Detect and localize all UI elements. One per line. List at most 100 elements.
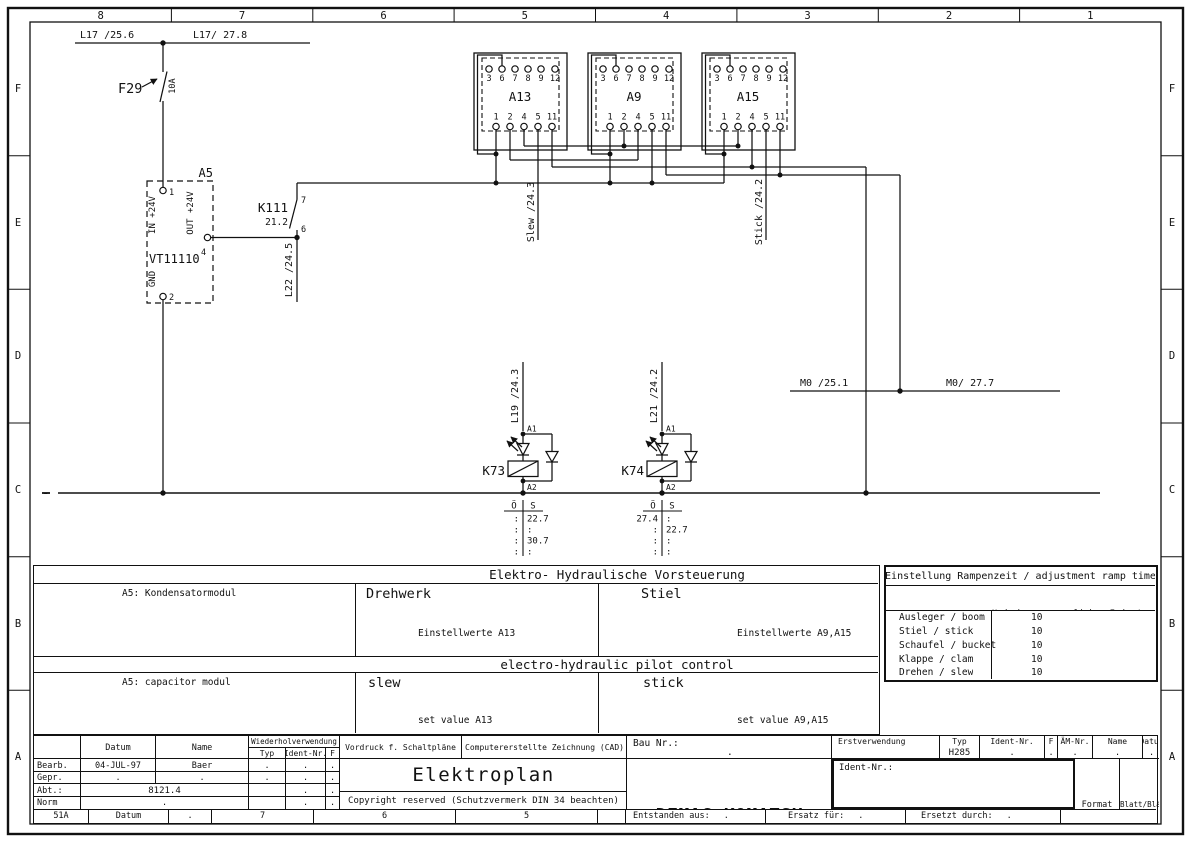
- tb-gepr-typ: .: [249, 772, 286, 783]
- tb-baunr-label: Bau Nr.:: [633, 738, 679, 749]
- a5-pin1: 1: [169, 188, 174, 198]
- tb-gepr-datum: .: [81, 772, 156, 783]
- band-empty: [1061, 810, 1156, 823]
- tb-datum2-value: .: [1148, 748, 1155, 758]
- svg-text:6: 6: [380, 10, 386, 22]
- band-ersatz: Ersatz für:.: [766, 810, 906, 823]
- tb-gepr-f: .: [329, 773, 336, 783]
- wires: [42, 42, 1100, 494]
- tb-gepr-row: Gepr. . . . . .: [34, 772, 339, 784]
- sheet-frame: [6, 6, 1185, 836]
- ramp-title-row: Einstellung Rampenzeit / adjustment ramp…: [886, 567, 1155, 586]
- svg-text:8: 8: [753, 74, 758, 84]
- svg-text::: :: [666, 537, 671, 547]
- a5-gnd-label: GND: [148, 271, 158, 287]
- band-col-6: 6: [314, 810, 456, 823]
- tb-erstverwendung: Erstverwendung: [832, 736, 940, 747]
- wire-labels: L17 /25.6 L17/ 27.8 L22 /24.5 Slew /24.3…: [42, 30, 994, 500]
- svg-text:2: 2: [507, 113, 512, 123]
- label-l22: L22 /24.5: [284, 243, 295, 297]
- tb-f-header: F: [326, 747, 339, 758]
- ramp-body: Ausleger / boom 10 Stiel / stick 10 Scha…: [886, 610, 1155, 679]
- tb-form-row: Vordruck f. Schaltpläne Computererstellt…: [340, 736, 626, 759]
- tb-bearb-typ: .: [249, 759, 286, 771]
- tb-blatt-cell: Blatt/Blätter 26/.: [1120, 759, 1159, 809]
- tb-name-header: Name: [156, 736, 249, 758]
- pilot-stiel-heading: Stiel: [641, 586, 682, 602]
- pilot-drehwerk-set: Einstellwerte A13 I10% = 400 mA I90% = 6…: [418, 606, 515, 656]
- tb-datum-header: Datum: [81, 736, 156, 758]
- pilot-row-de: A5: Kondensatormodul Drehwerk Einstellwe…: [34, 584, 878, 656]
- svg-text:D: D: [1169, 350, 1175, 362]
- k74-ref: K74: [621, 463, 644, 478]
- ramp-subtitle-line1: Umdrehungen vom linken Ende /: [992, 609, 1140, 610]
- svg-text:7: 7: [626, 74, 631, 84]
- tb-manufacturer: Bau Nr.: . DEMAG KOMATSU Hydraulikbagger: [626, 736, 831, 809]
- tb-bearb-f: .: [329, 760, 336, 771]
- label-l21: L21 /24.2: [649, 369, 660, 423]
- tb-typ2-header: Typ: [940, 736, 980, 747]
- svg-text:7: 7: [740, 74, 745, 84]
- pilot-drehwerk-heading: Drehwerk: [366, 586, 432, 602]
- set-label: Einstellwerte A9,A15: [737, 628, 852, 639]
- a9-ref: A9: [626, 89, 641, 104]
- k111-ref: K111: [258, 200, 288, 215]
- svg-text:F: F: [15, 83, 21, 95]
- svg-text:1: 1: [1087, 10, 1093, 22]
- tb-usage-header-row: Erstverwendung Typ Ident-Nr. F ÄM-Nr. Na…: [832, 736, 1159, 747]
- tb-abt-typ: [249, 784, 286, 796]
- svg-text:C: C: [1169, 484, 1175, 496]
- svg-text:Ö: Ö: [511, 501, 516, 512]
- a5-pin4: 4: [201, 248, 206, 258]
- a5-ref: A5: [199, 166, 213, 180]
- tb-aem-header: ÄM-Nr.: [1058, 736, 1093, 747]
- minus-polarity-mark: -: [42, 486, 49, 500]
- ramp-row: Drehen / slew: [899, 667, 974, 678]
- label-l17-left: L17 /25.6: [80, 30, 134, 41]
- pilot-drehwerk-cell: Drehwerk Einstellwerte A13 I10% = 400 mA…: [356, 584, 599, 656]
- svg-text:2: 2: [946, 10, 952, 22]
- pilot-title-de: Elektro- Hydraulische Vorsteuerung: [489, 566, 745, 582]
- svg-text:E: E: [1169, 217, 1175, 229]
- svg-text:6: 6: [499, 74, 504, 84]
- tb-blatt-header: Blatt/Blätter: [1120, 800, 1159, 809]
- tb-abt-label: Abt.:: [34, 784, 81, 796]
- ersetzt-value: .: [1006, 811, 1012, 822]
- pilot-slew-cell: slew set value A13 I10% = 400 mA I90% = …: [356, 673, 599, 733]
- drawing-title: Elektroplan: [340, 759, 626, 792]
- tb-usage: Erstverwendung Typ Ident-Nr. F ÄM-Nr. Na…: [831, 736, 1159, 809]
- tb-bearb-ident: .: [286, 759, 326, 771]
- k73-a2: A2: [527, 483, 537, 492]
- a5-pin2: 2: [169, 293, 174, 303]
- svg-text::: :: [666, 515, 671, 525]
- tb-ident-row: Ident-Nr.: 659 947 40 Format A3 Blatt/Bl…: [832, 759, 1159, 809]
- svg-text:1: 1: [607, 113, 612, 123]
- tb-bottom-band: 51A Datum . 7 6 5 Entstanden aus:. Ersat…: [34, 809, 1156, 823]
- frame-top-col-labels: 8 7 6 5 4 3 2 1: [98, 10, 1094, 22]
- tb-abt-f: .: [329, 785, 336, 796]
- tb-typ-value: H285: [940, 747, 980, 758]
- svg-text:A: A: [15, 751, 22, 763]
- svg-text:2: 2: [621, 113, 626, 123]
- tb-f-value: .: [1045, 747, 1058, 758]
- tb-norm-f: .: [329, 798, 336, 808]
- k73-ref: K73: [482, 463, 505, 478]
- svg-text::: :: [527, 548, 532, 558]
- tb-gepr-label: Gepr.: [34, 772, 81, 783]
- tb-corner: [34, 736, 81, 758]
- svg-text:11: 11: [775, 113, 785, 123]
- svg-text::: :: [514, 526, 519, 536]
- svg-text:5: 5: [535, 113, 540, 123]
- band-datum-header: Datum: [89, 810, 169, 823]
- tb-identnr-header: Ident-Nr.: [286, 747, 326, 758]
- label-stick: Stick /24.2: [754, 179, 765, 245]
- band-entstanden: Entstanden aus:.: [626, 810, 766, 823]
- svg-text:12: 12: [778, 74, 788, 84]
- title-block: Datum Name Wiederholverwendung Typ Ident…: [33, 735, 1159, 824]
- svg-text:E: E: [15, 217, 21, 229]
- entstanden-label: Entstanden aus:: [633, 811, 710, 822]
- ramp-time-table: Einstellung Rampenzeit / adjustment ramp…: [884, 565, 1158, 682]
